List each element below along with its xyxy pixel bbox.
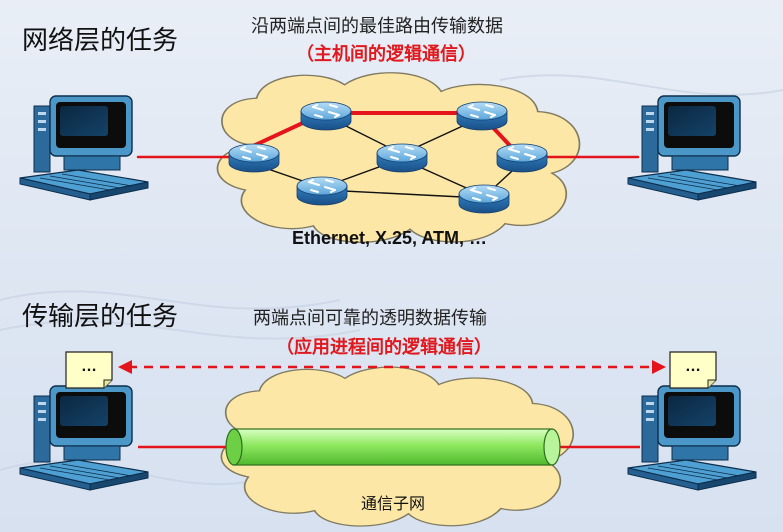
app-note-right-text: … bbox=[685, 358, 701, 375]
computer-icon bbox=[627, 95, 757, 201]
transport-pipe bbox=[225, 428, 561, 466]
app-note-right bbox=[669, 351, 717, 389]
logical-link bbox=[118, 360, 666, 374]
router-icon bbox=[456, 101, 508, 131]
transport-layer-title: 传输层的任务 bbox=[22, 302, 179, 332]
app-note-left bbox=[65, 351, 113, 389]
app-note-left-text: … bbox=[81, 358, 97, 375]
background-decoration bbox=[0, 74, 783, 486]
router-icon bbox=[496, 143, 548, 173]
transport-layer-subtitle: （应用进程间的逻辑通信） bbox=[276, 337, 492, 358]
network-protocols-label: Ethernet, X.25, ATM, … bbox=[292, 228, 488, 248]
subnet-label: 通信子网 bbox=[361, 494, 426, 513]
network-layer-subtitle: （主机间的逻辑通信） bbox=[296, 44, 476, 65]
router-icon bbox=[300, 101, 352, 131]
computer-icon bbox=[19, 385, 149, 491]
router-icon bbox=[296, 176, 348, 206]
computer-icon bbox=[19, 95, 149, 201]
transport-layer-description: 两端点间可靠的透明数据传输 bbox=[253, 308, 487, 329]
router-icon bbox=[458, 184, 510, 214]
link-r6-r7 bbox=[323, 189, 483, 199]
router-icon bbox=[228, 143, 280, 173]
network-layer-description: 沿两端点间的最佳路由传输数据 bbox=[251, 16, 503, 37]
router-icon bbox=[376, 143, 428, 173]
computer-icon bbox=[627, 385, 757, 491]
network-layer-title: 网络层的任务 bbox=[22, 26, 179, 56]
